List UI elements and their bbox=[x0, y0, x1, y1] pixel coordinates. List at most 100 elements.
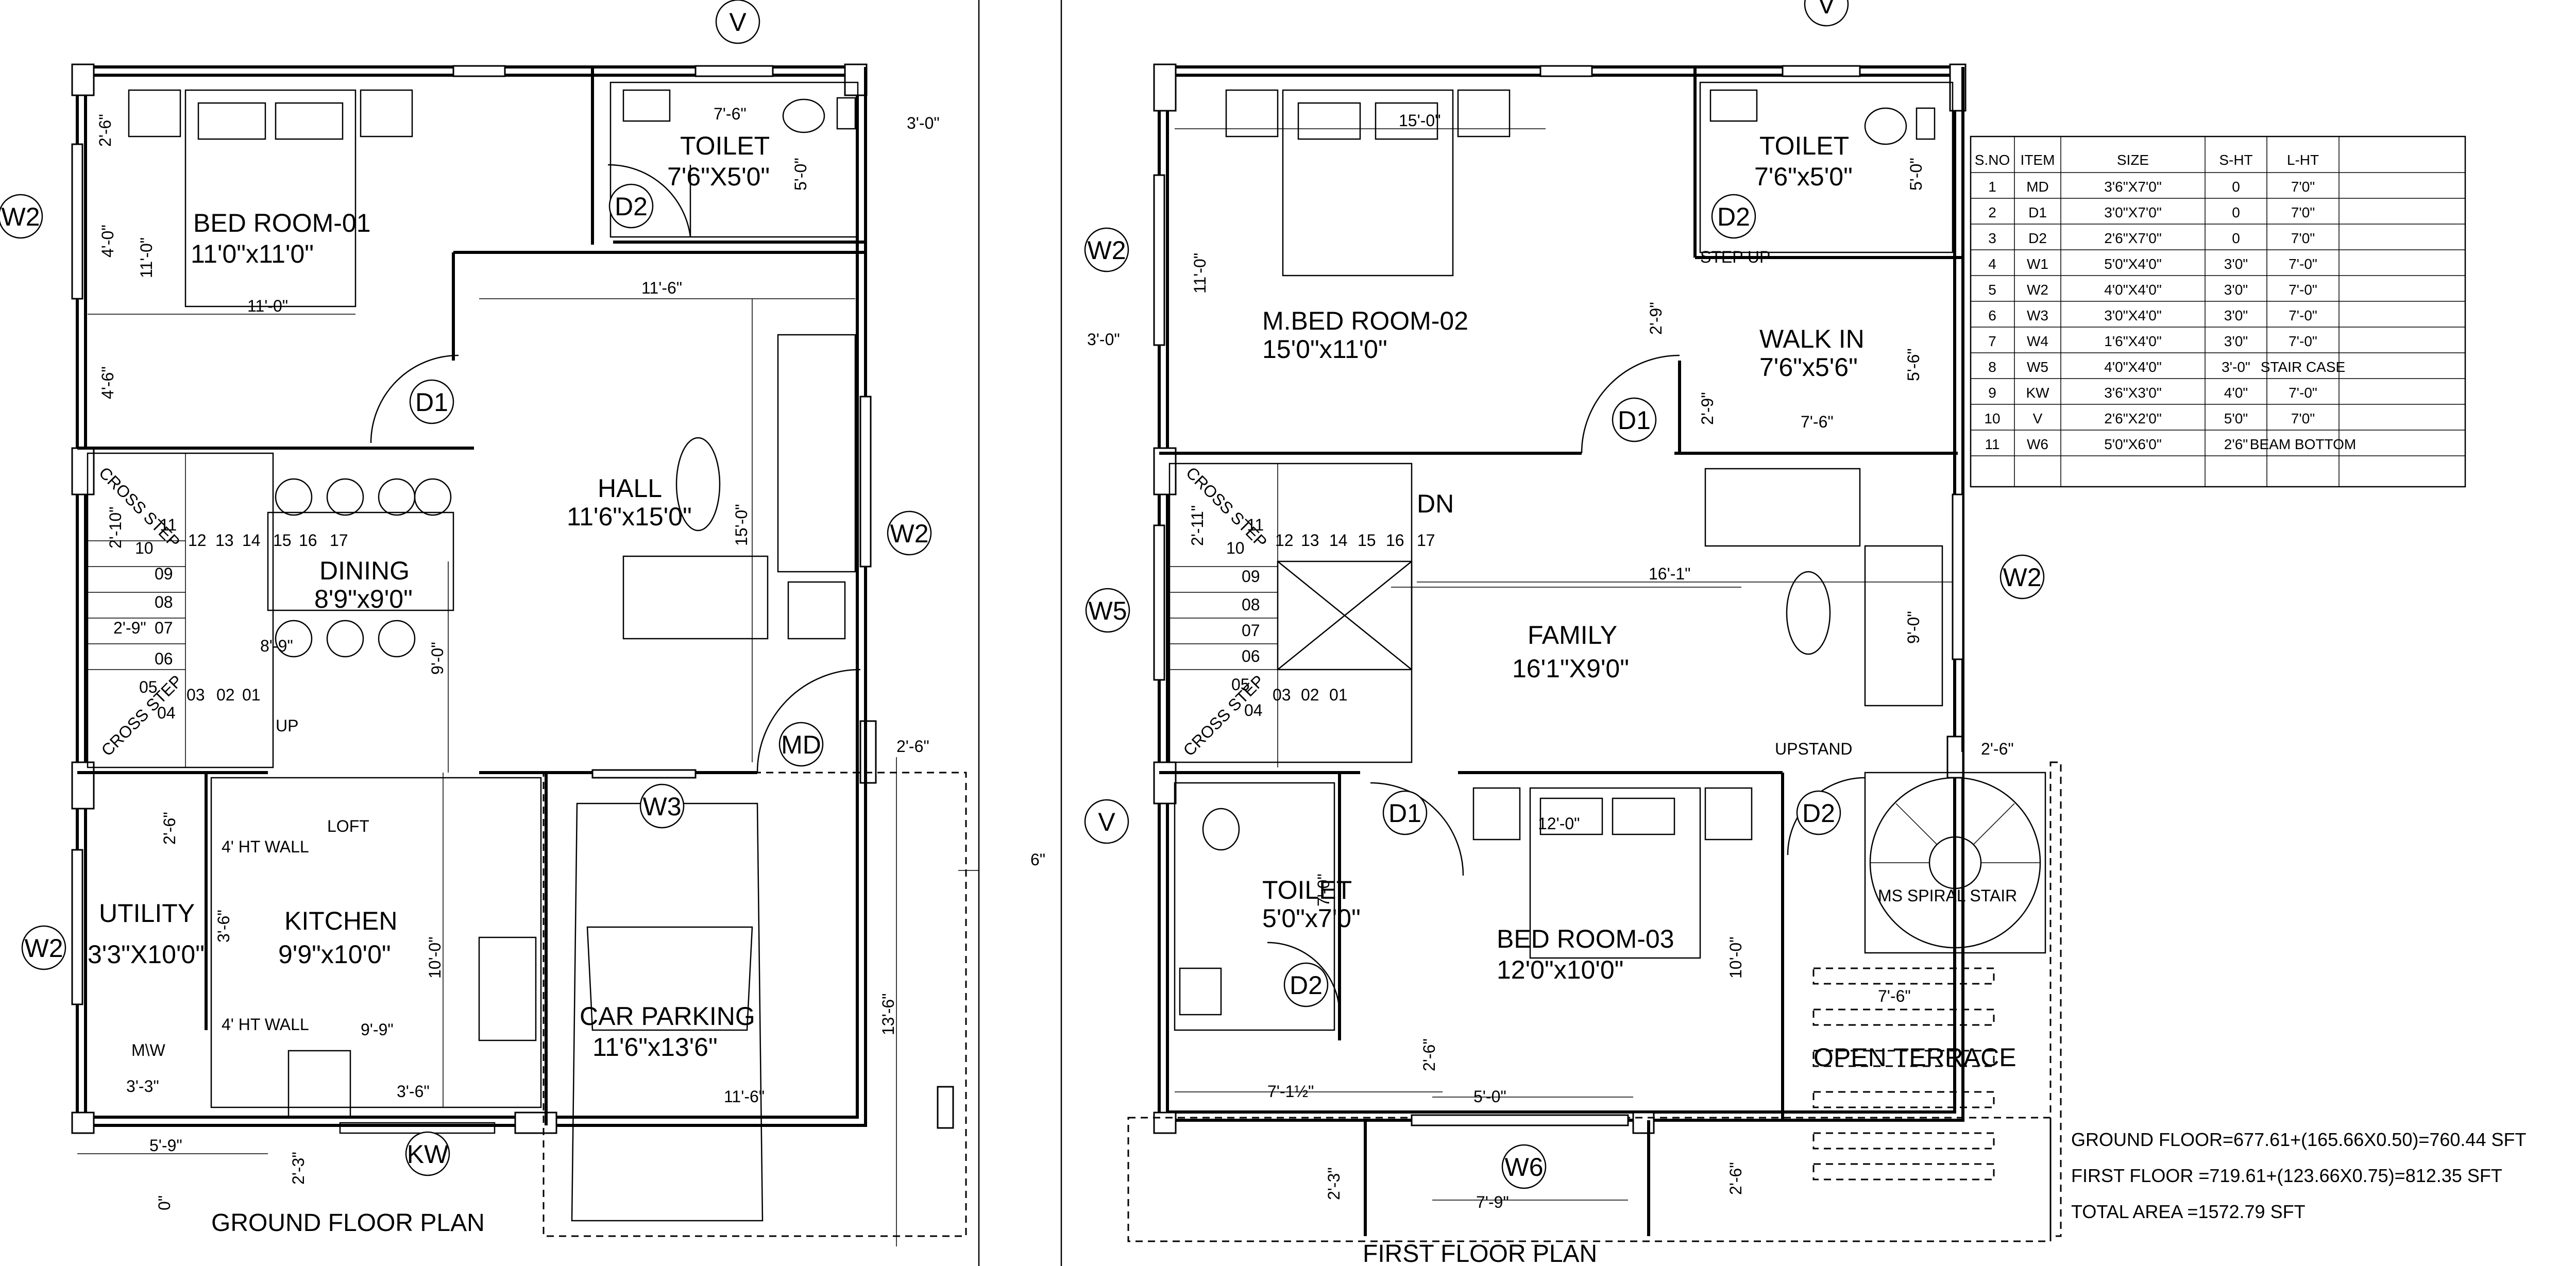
first-tag-w6: W6 bbox=[1501, 1144, 1547, 1189]
ground-dim: 2'-9" bbox=[113, 619, 146, 637]
schedule-cell: 4 bbox=[1988, 256, 1996, 272]
schedule-cell: 2'6" bbox=[2224, 436, 2248, 452]
ground-dim: 0" bbox=[155, 1195, 174, 1210]
tag-text: D2 bbox=[615, 192, 648, 221]
first-bed3-name: BED ROOM-03 bbox=[1497, 925, 1674, 953]
ground-step-01: 01 bbox=[242, 686, 261, 704]
ground-dim: 4'-0" bbox=[98, 225, 117, 258]
tag-text: D1 bbox=[1388, 799, 1421, 828]
ground-dim: 2'-6" bbox=[160, 812, 179, 845]
ground-dim: 8'-9" bbox=[260, 637, 293, 655]
ground-tag-w2-a: W2 bbox=[0, 194, 43, 239]
schedule-cell: 7'0" bbox=[2291, 204, 2315, 220]
ground-dim: 5'-9" bbox=[149, 1136, 182, 1155]
schedule-cell: 5'0"X6'0" bbox=[2104, 436, 2162, 452]
first-dim: 5'-6" bbox=[1904, 348, 1923, 381]
ground-dim: 4'-6" bbox=[98, 366, 117, 399]
first-step-06: 06 bbox=[1242, 647, 1260, 665]
first-tag-d2-c: D2 bbox=[1283, 962, 1329, 1007]
tag-text: D2 bbox=[1717, 202, 1750, 231]
ground-dim: 2'-3" bbox=[289, 1152, 308, 1185]
first-spiral-stair: MS SPIRAL STAIR bbox=[1878, 886, 2017, 905]
schedule-header: L-HT bbox=[2287, 152, 2319, 168]
first-dim: 2'-9" bbox=[1698, 392, 1717, 425]
first-step-17: 17 bbox=[1417, 531, 1435, 550]
first-dim: 7'-6" bbox=[1878, 987, 1911, 1005]
first-dim: 5'-0" bbox=[1907, 158, 1925, 191]
schedule-cell: 5'0" bbox=[2224, 410, 2248, 426]
ground-mw-label: M\W bbox=[131, 1041, 166, 1059]
first-dim: 2'-6" bbox=[1981, 740, 2014, 758]
schedule-header: SIZE bbox=[2117, 152, 2149, 168]
first-dim: 7'-1½" bbox=[1267, 1082, 1314, 1101]
first-step-02: 02 bbox=[1301, 686, 1319, 704]
first-floor-title: FIRST FLOOR PLAN bbox=[1363, 1240, 1597, 1266]
schedule-cell: 8 bbox=[1988, 359, 1996, 375]
ground-up-label: UP bbox=[276, 716, 298, 735]
first-dim: 9'-0" bbox=[1904, 611, 1923, 644]
schedule-header: ITEM bbox=[2021, 152, 2055, 168]
tag-text: W2 bbox=[2, 202, 40, 231]
schedule-cell: 2'6"X2'0" bbox=[2104, 410, 2162, 426]
first-dn-label: DN bbox=[1417, 489, 1454, 518]
schedule-cell: D2 bbox=[2028, 230, 2047, 246]
ground-utility-name: UTILITY bbox=[99, 899, 195, 928]
ground-dim: 10'-0" bbox=[426, 936, 444, 979]
ground-dim: 2'-6" bbox=[96, 114, 114, 147]
schedule-cell: STAIR CASE bbox=[2261, 359, 2345, 375]
ground-dim: 5'-0" bbox=[791, 158, 810, 191]
first-step-14: 14 bbox=[1329, 531, 1348, 550]
ground-step-09: 09 bbox=[155, 564, 173, 583]
first-tag-v-top: V bbox=[1804, 0, 1849, 27]
schedule-cell: 3'0" bbox=[2224, 307, 2248, 323]
first-mbed-name: M.BED ROOM-02 bbox=[1262, 306, 1468, 335]
schedule-cell: W1 bbox=[2027, 256, 2048, 272]
first-step-11: 11 bbox=[1247, 516, 1264, 534]
schedule-cell: KW bbox=[2026, 385, 2049, 401]
ground-tag-w3: W3 bbox=[639, 783, 685, 829]
tag-text: D2 bbox=[1802, 799, 1835, 828]
area-ground-floor: GROUND FLOOR=677.61+(165.66X0.50)=760.44… bbox=[2071, 1129, 2526, 1150]
tag-text: MD bbox=[781, 730, 821, 759]
ground-ht-wall-2: 4' HT WALL bbox=[222, 1015, 309, 1034]
schedule-cell: 2 bbox=[1988, 204, 1996, 220]
first-step-04: 04 bbox=[1244, 701, 1263, 720]
tag-text: W2 bbox=[1088, 236, 1126, 265]
tag-text: V bbox=[1818, 0, 1835, 19]
first-dim: 16'-1" bbox=[1649, 564, 1691, 583]
ground-step-08: 08 bbox=[155, 593, 173, 611]
ground-dim: 7'-6" bbox=[714, 105, 747, 123]
ground-floor-title: GROUND FLOOR PLAN bbox=[211, 1209, 485, 1237]
schedule-cell: 3'6"X3'0" bbox=[2104, 385, 2162, 401]
schedule-cell: 7'0" bbox=[2291, 179, 2315, 195]
tag-text: D1 bbox=[1618, 406, 1651, 435]
ground-dim: 9'-0" bbox=[428, 642, 447, 675]
ground-car-name: CAR PARKING bbox=[580, 1002, 755, 1031]
ground-kitchen-size: 9'9"x10'0" bbox=[278, 940, 391, 969]
ground-step-07: 07 bbox=[155, 619, 173, 637]
schedule-cell: 3'0"X7'0" bbox=[2104, 204, 2162, 220]
first-family-size: 16'1"X9'0" bbox=[1512, 654, 1629, 683]
first-tag-w2-a: W2 bbox=[1084, 227, 1129, 272]
first-step-12: 12 bbox=[1275, 531, 1294, 550]
schedule-cell: 5 bbox=[1988, 282, 1996, 298]
ground-dim: 11'-6" bbox=[724, 1087, 765, 1106]
ground-kitchen-name: KITCHEN bbox=[284, 906, 397, 935]
ground-dim: 11'-0" bbox=[247, 297, 288, 315]
ground-bed1-name: BED ROOM-01 bbox=[193, 209, 371, 237]
schedule-cell: 1 bbox=[1988, 179, 1996, 195]
ground-dim: 3'-3" bbox=[126, 1077, 159, 1096]
tag-text: V bbox=[1098, 808, 1115, 836]
schedule-header: S-HT bbox=[2219, 152, 2252, 168]
tag-text: D2 bbox=[1290, 971, 1323, 1000]
first-step-07: 07 bbox=[1242, 621, 1260, 640]
ground-hall-name: HALL bbox=[598, 474, 662, 503]
ground-tag-v: V bbox=[715, 0, 760, 44]
schedule-cell: W6 bbox=[2027, 436, 2048, 452]
ground-toilet-size: 7'6"X5'0" bbox=[667, 162, 770, 191]
ground-tag-d1: D1 bbox=[409, 379, 454, 424]
ground-step-05: 05 bbox=[139, 678, 158, 696]
first-tag-w5: W5 bbox=[1085, 588, 1130, 633]
tag-text: KW bbox=[407, 1140, 449, 1169]
ground-dim: 3'-0" bbox=[907, 114, 940, 132]
